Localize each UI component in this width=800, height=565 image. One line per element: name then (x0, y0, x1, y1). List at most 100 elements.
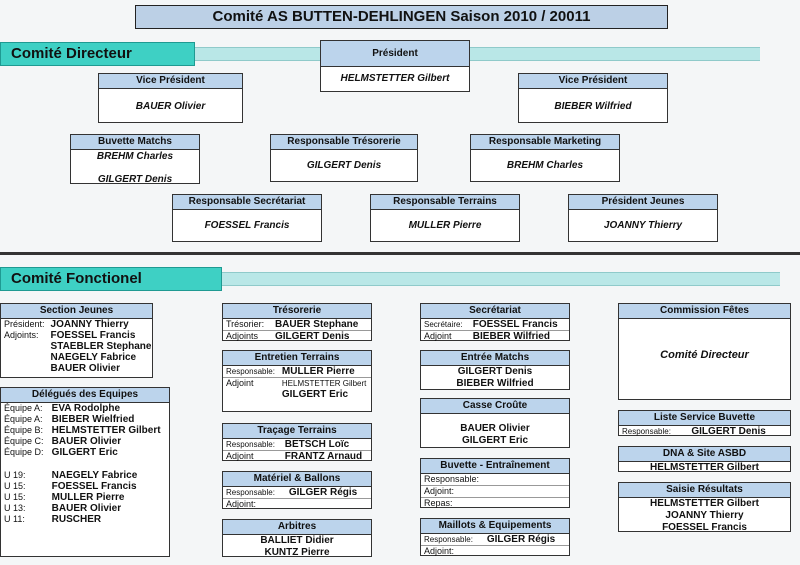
person-name: GILGERT Denis (457, 366, 533, 377)
materiel-table: Responsable:GILGER Régis Adjoint: (223, 487, 371, 510)
person-name: FOESSEL Francis (204, 220, 290, 231)
liste-service-buvette-box: Liste Service Buvette Responsable: GILGER… (618, 410, 791, 437)
person-name: MULLER Pierre (51, 492, 125, 503)
person-name: GILGERT Denis (274, 331, 350, 342)
box-header: Buvette Matchs (71, 135, 199, 150)
row-label: U 11: (4, 514, 25, 524)
row-label: Responsable: (622, 427, 671, 436)
person-name: KUNTZ Pierre (264, 547, 330, 558)
box-header: Vice Président (519, 74, 667, 89)
person-name: BAUER Olivier (51, 436, 122, 447)
box-header: Secrétariat (421, 304, 569, 319)
person-name: GILGERT Eric (461, 435, 529, 446)
row-label: Responsable: (223, 487, 286, 499)
person-name: HELMSTETTER Gilbert (51, 425, 161, 436)
box-header: Traçage Terrains (223, 424, 371, 439)
person-name: BAUER Olivier (50, 363, 120, 374)
person-name: BALLIET Didier (260, 535, 334, 546)
person-name: BREHM Charles (96, 151, 174, 162)
person-name: FRANTZ Arnaud (284, 451, 363, 462)
person-name: GILGERT Denis (691, 426, 766, 437)
person-name: NAEGELY Fabrice (50, 352, 137, 363)
row-label: Responsable: (421, 474, 569, 486)
commission-fetes-body: Comité Directeur (660, 349, 749, 361)
row-label: Adjoints (226, 331, 259, 341)
delegues-box: Délégués des Equipes Équipe A: EVA Rodolp… (0, 387, 170, 557)
person-name: MULLER Pierre (408, 220, 482, 231)
tresorerie-func-box: Trésorerie Trésorier:BAUER Stephane Adjo… (222, 303, 372, 342)
box-header: Arbitres (223, 520, 371, 535)
section-label-fonctionel: Comité Fonctionel (0, 267, 222, 291)
tresorerie-box: Responsable Trésorerie GILGERT Denis (270, 134, 418, 182)
row-label: U 13: (4, 503, 26, 513)
person-name: RUSCHER (51, 514, 102, 525)
tracage-terrains-box: Traçage Terrains Responsable:BETSCH Loïc… (222, 423, 372, 462)
person-name: GILGERT Eric (281, 389, 349, 400)
person-name: NAEGELY Fabrice (51, 470, 138, 481)
vice-president-box-1: Vice Président BAUER Olivier (98, 73, 243, 123)
box-header: Maillots & Equipements (421, 519, 569, 534)
president-box: Président HELMSTETTER Gilbert (320, 40, 470, 92)
page-title: Comité AS BUTTEN-DEHLINGEN Saison 2010 /… (135, 5, 668, 29)
person-name: BAUER Olivier (51, 503, 122, 514)
maillots-table: Responsable:GILGER Régis Adjoint: (421, 534, 569, 557)
row-label: Adjoints: (4, 330, 39, 340)
person-name: JOANNY Thierry (665, 510, 744, 521)
buvette-matchs-box: Buvette Matchs BREHM Charles GILGERT Den… (70, 134, 200, 185)
dna-site-box: DNA & Site ASBD HELMSTETTER Gilbert (618, 446, 791, 473)
person-name: EVA Rodolphe (51, 403, 121, 414)
person-name: BIEBER Wilfried (554, 101, 632, 112)
person-name: GILGER Régis (285, 487, 371, 499)
delegues-equipes-table: Équipe A:EVA Rodolphe Équipe A:BIEBER Wi… (1, 403, 169, 525)
section-jeunes-box: Section Jeunes Président:JOANNY Thierry … (0, 303, 153, 378)
president-jeunes-box: Président Jeunes JOANNY Thierry (568, 194, 718, 242)
row-label: Adjoint: (421, 485, 569, 498)
row-label: Responsable: (223, 439, 282, 451)
secretariat-box: Responsable Secrétariat FOESSEL Francis (172, 194, 322, 242)
box-header: DNA & Site ASBD (619, 447, 790, 462)
box-header: Section Jeunes (1, 304, 152, 319)
person-name: JOANNY Thierry (50, 319, 129, 330)
person-name: FOESSEL Francis (51, 481, 137, 492)
person-name: BIEBER Wilfried (472, 331, 550, 342)
marketing-box: Responsable Marketing BREHM Charles (470, 134, 620, 182)
box-header: Responsable Secrétariat (173, 195, 321, 210)
person-name: BAUER Stephane (271, 319, 371, 331)
row-label: Équipe D: (4, 447, 44, 457)
box-header: Vice Président (99, 74, 242, 89)
box-header: Buvette - Entraînement (421, 459, 569, 474)
liste-buvette-table: Responsable: GILGERT Denis (619, 426, 790, 437)
person-name: HELMSTETTER Gilbert (281, 379, 367, 388)
row-label: Équipe A: (4, 403, 43, 413)
buvette-entrainement-table: Responsable: Adjoint: Repas: (421, 474, 569, 509)
person-name: HELMSTETTER Gilbert (650, 498, 759, 509)
row-label: U 19: (4, 470, 26, 480)
vice-president-box-2: Vice Président BIEBER Wilfried (518, 73, 668, 123)
saisie-resultats-box: Saisie Résultats HELMSTETTER Gilbert JOA… (618, 482, 791, 533)
row-label: Adjoint: (226, 499, 257, 509)
person-name: GILGERT Denis (97, 174, 173, 185)
box-header: Président Jeunes (569, 195, 717, 210)
person-name: MULLER Pierre (278, 366, 371, 378)
box-header: Entretien Terrains (223, 351, 371, 366)
person-name: JOANNY Thierry (603, 220, 683, 231)
box-header: Liste Service Buvette (619, 411, 790, 426)
person-name: HELMSTETTER Gilbert (340, 73, 450, 84)
row-label: U 15: (4, 481, 26, 491)
buvette-entrainement-box: Buvette - Entraînement Responsable: Adjo… (420, 458, 570, 508)
box-header: Délégués des Equipes (1, 388, 169, 403)
row-label: U 15: (4, 492, 26, 502)
materiel-ballons-box: Matériel & Ballons Responsable:GILGER Ré… (222, 471, 372, 509)
person-name: FOESSEL Francis (469, 319, 569, 331)
row-label: Adjoint (424, 331, 452, 341)
row-label: Équipe C: (4, 436, 44, 446)
box-header: Responsable Marketing (471, 135, 619, 150)
row-label: Adjoint: (424, 546, 455, 556)
row-label: Équipe B: (4, 425, 44, 435)
row-label: Secrétaire: (421, 319, 470, 331)
entree-matchs-box: Entrée Matchs GILGERT Denis BIEBER Wilfr… (420, 350, 570, 390)
box-header: Trésorerie (223, 304, 371, 319)
entretien-terrains-box: Entretien Terrains Responsable:MULLER Pi… (222, 350, 372, 412)
person-name: BETSCH Loïc (281, 439, 371, 451)
